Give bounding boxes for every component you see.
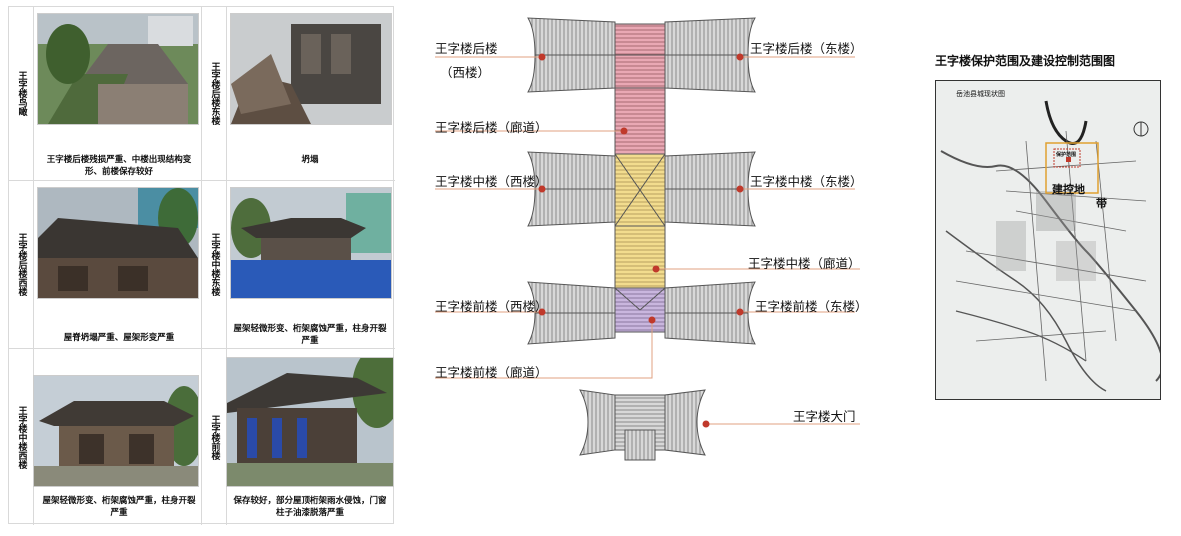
mid-west-photo (33, 375, 199, 487)
photo-caption: 保存较好，部分屋顶桁架雨水侵蚀，门窗柱子油漆脱落严重 (233, 496, 387, 518)
photo-caption: 屋架轻微形变、桁架腐蚀严重，柱身开裂严重 (42, 496, 196, 518)
collapse-photo (230, 13, 392, 125)
photo-side-label: 王字楼中楼西楼 (9, 349, 34, 525)
photo-side-label: 王字楼后楼西楼 (9, 181, 34, 348)
map-protect-label: 保护范围 (1056, 152, 1077, 158)
label-mid-east: 王字楼中楼（东楼） (750, 174, 863, 189)
protect-zone-outline (1053, 148, 1081, 168)
photo-cell: 王字楼中楼西楼 屋架轻微形变、桁架腐蚀严重，柱身开裂严重 (9, 349, 202, 525)
mid-corridor-shape (614, 225, 666, 289)
label-mid-west: 王字楼中楼（西楼） (435, 174, 548, 189)
label-rear-east: 王字楼后楼（东楼） (750, 41, 863, 56)
map-control-label: 建控地 (1052, 183, 1085, 196)
map-title: 王字楼保护范围及建设控制范围图 (935, 54, 1116, 68)
rear-west-photo (37, 187, 199, 299)
leader-lines (435, 56, 860, 425)
mid-east-photo (230, 187, 392, 299)
photo-caption: 屋架轻微形变、桁架腐蚀严重，柱身开裂严重 (233, 324, 387, 346)
label-front-corridor: 王字楼前楼（廊道） (435, 365, 548, 380)
label-front-east: 王字楼前楼（东楼） (755, 299, 868, 314)
photo-cell: 王字楼鸟瞰 王字楼后楼残损严重、中楼出现结构变形、前楼保存较好 (9, 7, 202, 181)
label-mid-corridor: 王字楼中楼（廊道） (748, 256, 861, 271)
photo-side-label: 王字楼中楼东楼 (202, 181, 227, 348)
location-map: 岳池县城现状图 保护范围 建控地 带 (935, 80, 1161, 400)
control-zone-outline (1045, 142, 1099, 194)
rear-corridor-shape (614, 87, 666, 155)
photo-side-label: 王字楼后楼东楼 (202, 7, 227, 180)
label-rear-west-2: （西楼） (440, 65, 491, 80)
label-rear-west: 王字楼后楼 (435, 41, 498, 56)
photo-cell: 王字楼后楼西楼 屋脊坍塌严重、屋架形变严重 (9, 181, 202, 349)
label-front-west: 王字楼前楼（西楼） (435, 299, 548, 314)
photo-cell: 王字楼后楼东楼 坍塌 (202, 7, 395, 181)
gate-shape (579, 389, 706, 461)
photo-cell: 王字楼中楼东楼 屋架轻微形变、桁架腐蚀严重，柱身开裂严重 (202, 181, 395, 349)
building-plan-diagram: 王字楼后楼 （西楼） 王字楼后楼（东楼） 王字楼后楼（廊道） 王字楼中楼（西楼）… (410, 0, 890, 536)
middle-hall-shape (527, 151, 756, 227)
photo-caption: 坍塌 (301, 155, 319, 165)
rear-hall-shape (527, 17, 756, 93)
aerial-photo (37, 13, 199, 125)
map-control-label-2: 带 (1096, 197, 1107, 210)
photo-side-label: 王字楼鸟瞰 (9, 7, 34, 180)
photo-side-label: 王字楼前楼 (202, 349, 227, 525)
photo-cell: 王字楼前楼 保存较好，部分屋顶桁架雨水侵蚀，门窗柱子油漆脱落严重 (202, 349, 395, 525)
front-hall-shape (527, 281, 756, 345)
photo-caption: 屋脊坍塌严重、屋架形变严重 (63, 333, 175, 343)
label-gate: 王字楼大门 (793, 409, 856, 424)
map-inner-title: 岳池县城现状图 (956, 90, 1005, 98)
marker-dots (538, 53, 744, 428)
photo-caption: 王字楼后楼残损严重、中楼出现结构变形、前楼保存较好 (46, 155, 192, 177)
photo-grid: 王字楼鸟瞰 王字楼后楼残损严重、中楼出现结构变形、前楼保存较好 王字楼后楼东楼 (8, 6, 395, 525)
label-rear-corridor: 王字楼后楼（廊道） (435, 120, 548, 135)
front-photo (226, 357, 394, 487)
